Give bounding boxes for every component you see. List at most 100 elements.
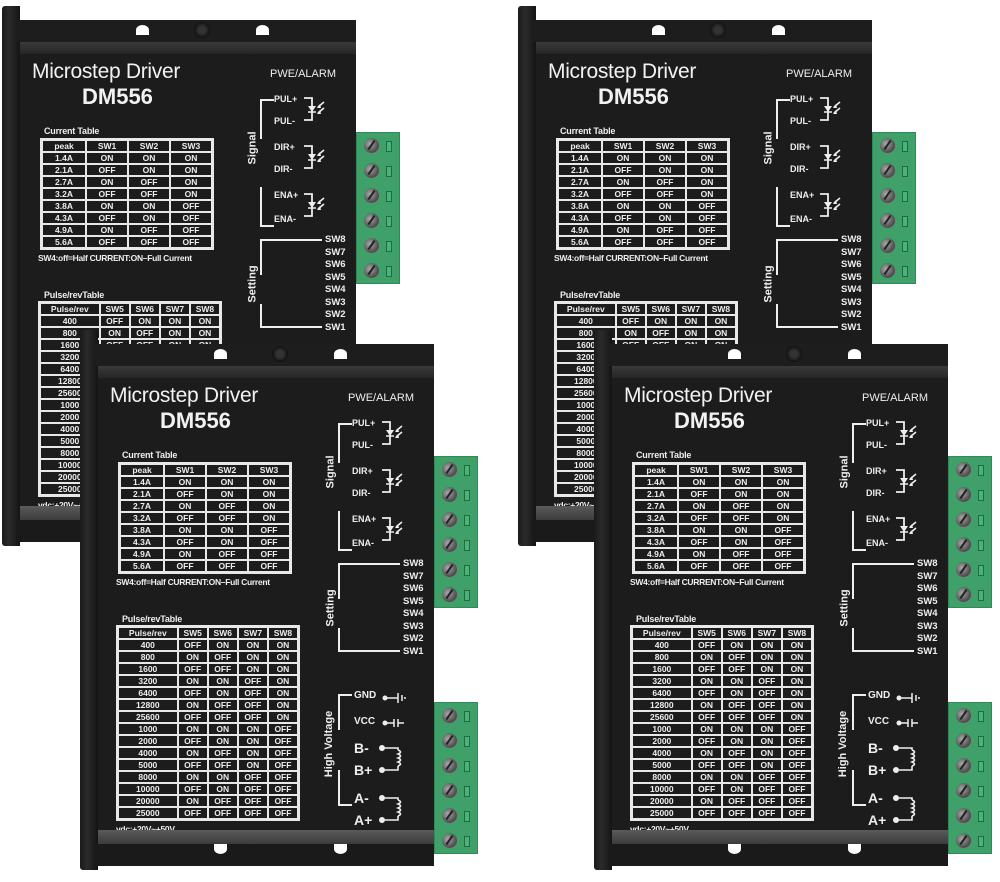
terminal-pin[interactable] (873, 158, 915, 183)
table-cell: ON (686, 189, 727, 199)
wire-slot (978, 465, 984, 476)
table-cell: SW3 (762, 465, 803, 475)
terminal-screw-icon[interactable] (956, 487, 971, 502)
terminal-screw-icon[interactable] (442, 833, 457, 848)
terminal-pin[interactable] (435, 728, 477, 753)
wire-slot (978, 590, 984, 601)
terminal-screw-icon[interactable] (956, 587, 971, 602)
terminal-screw-icon[interactable] (442, 708, 457, 723)
terminal-screw-icon[interactable] (880, 238, 895, 253)
terminal-screw-icon[interactable] (364, 238, 379, 253)
table-cell: 6400 (633, 688, 691, 698)
terminal-pin[interactable] (949, 753, 991, 778)
terminal-pin[interactable] (435, 557, 477, 582)
terminal-pin[interactable] (949, 457, 991, 482)
terminal-pin[interactable] (357, 133, 399, 158)
table-cell: ON (268, 664, 297, 674)
terminal-pin[interactable] (435, 778, 477, 803)
terminal-pin[interactable] (873, 258, 915, 283)
case-bottom-bevel (612, 830, 948, 844)
table-cell: 4.3A (121, 537, 164, 547)
terminal-pin[interactable] (357, 183, 399, 208)
terminal-screw-icon[interactable] (442, 733, 457, 748)
terminal-pin[interactable] (357, 208, 399, 233)
terminal-pin[interactable] (949, 728, 991, 753)
signal-terminal-block[interactable] (356, 132, 400, 284)
terminal-screw-icon[interactable] (442, 808, 457, 823)
terminal-pin[interactable] (435, 507, 477, 532)
terminal-screw-icon[interactable] (956, 562, 971, 577)
signal-terminal-block[interactable] (872, 132, 916, 284)
power-terminal-block[interactable] (434, 702, 478, 854)
terminal-pin[interactable] (949, 557, 991, 582)
terminal-pin[interactable] (435, 582, 477, 607)
terminal-screw-icon[interactable] (442, 758, 457, 773)
terminal-screw-icon[interactable] (442, 462, 457, 477)
signal-terminal-block[interactable] (434, 456, 478, 608)
terminal-screw-icon[interactable] (956, 808, 971, 823)
terminal-pin[interactable] (435, 457, 477, 482)
table-cell: OFF (722, 700, 751, 710)
signal-terminal-block[interactable] (948, 456, 992, 608)
terminal-pin[interactable] (949, 532, 991, 557)
terminal-pin[interactable] (435, 703, 477, 728)
terminal-pin[interactable] (949, 507, 991, 532)
terminal-screw-icon[interactable] (442, 587, 457, 602)
terminal-pin[interactable] (873, 183, 915, 208)
terminal-screw-icon[interactable] (880, 263, 895, 278)
terminal-screw-icon[interactable] (956, 512, 971, 527)
terminal-screw-icon[interactable] (956, 537, 971, 552)
optocoupler-icon (820, 192, 842, 218)
terminal-pin[interactable] (949, 582, 991, 607)
terminal-screw-icon[interactable] (442, 537, 457, 552)
terminal-screw-icon[interactable] (956, 783, 971, 798)
terminal-pin[interactable] (949, 828, 991, 853)
terminal-screw-icon[interactable] (956, 758, 971, 773)
terminal-pin[interactable] (435, 482, 477, 507)
terminal-pin[interactable] (949, 778, 991, 803)
table-cell: 25600 (557, 388, 615, 398)
terminal-screw-icon[interactable] (956, 733, 971, 748)
terminal-pin[interactable] (949, 703, 991, 728)
terminal-pin[interactable] (435, 753, 477, 778)
pin-label-dir-plus: DIR+ (790, 142, 811, 152)
terminal-screw-icon[interactable] (956, 833, 971, 848)
table-cell: ON (676, 316, 705, 326)
terminal-screw-icon[interactable] (442, 562, 457, 577)
terminal-pin[interactable] (949, 803, 991, 828)
terminal-pin[interactable] (357, 258, 399, 283)
terminal-pin[interactable] (435, 828, 477, 853)
terminal-screw-icon[interactable] (880, 213, 895, 228)
table-cell: Pulse/rev (557, 304, 615, 314)
table-cell: OFF (87, 213, 128, 223)
power-terminal-block[interactable] (948, 702, 992, 854)
terminal-pin[interactable] (873, 208, 915, 233)
terminal-screw-icon[interactable] (880, 163, 895, 178)
terminal-screw-icon[interactable] (364, 213, 379, 228)
terminal-screw-icon[interactable] (364, 263, 379, 278)
terminal-screw-icon[interactable] (364, 163, 379, 178)
terminal-pin[interactable] (357, 233, 399, 258)
terminal-screw-icon[interactable] (442, 512, 457, 527)
terminal-screw-icon[interactable] (364, 188, 379, 203)
terminal-pin[interactable] (873, 233, 915, 258)
terminal-screw-icon[interactable] (956, 462, 971, 477)
table-cell: 8000 (41, 448, 99, 458)
terminal-pin[interactable] (435, 532, 477, 557)
terminal-screw-icon[interactable] (442, 783, 457, 798)
table-cell: OFF (692, 760, 721, 770)
terminal-screw-icon[interactable] (442, 487, 457, 502)
terminal-screw-icon[interactable] (880, 188, 895, 203)
table-cell: 800 (119, 652, 177, 662)
terminal-pin[interactable] (949, 482, 991, 507)
terminal-screw-icon[interactable] (880, 138, 895, 153)
terminal-pin[interactable] (873, 133, 915, 158)
terminal-pin[interactable] (357, 158, 399, 183)
terminal-screw-icon[interactable] (956, 708, 971, 723)
terminal-screw-icon[interactable] (364, 138, 379, 153)
terminal-pin[interactable] (435, 803, 477, 828)
table-cell: OFF (207, 549, 247, 559)
